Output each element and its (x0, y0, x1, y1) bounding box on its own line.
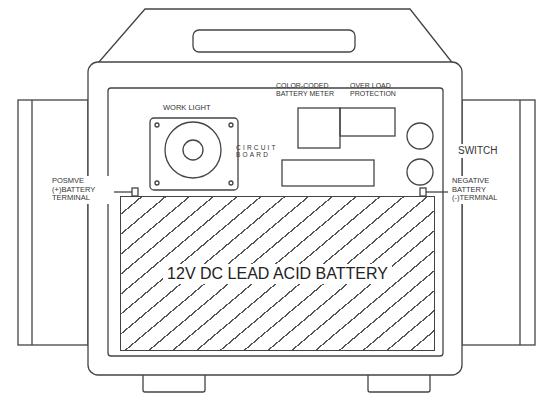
negative-terminal (420, 188, 426, 196)
part-label: CIRCUIT BOARD (236, 144, 280, 159)
terminal-label: POSMVE (+)BATTERY TERMINAL (50, 176, 114, 204)
work-light-frame (150, 118, 238, 190)
work-light-bulb (183, 140, 203, 160)
terminal-label: NEGATIVE BATTERY (-)TERMINAL (450, 176, 518, 204)
handle-outline (92, 9, 458, 70)
battery-meter (298, 108, 340, 148)
overload-protection (340, 108, 395, 136)
main-housing (88, 62, 462, 375)
part-label: OVER LOAD PROTECTION (350, 82, 412, 98)
inner-panel (108, 88, 443, 356)
part-label: WORK LIGHT (163, 104, 233, 113)
work-light-lens (165, 122, 221, 178)
circuit-board (282, 160, 374, 186)
battery-label: 12V DC LEAD ACID BATTERY (163, 264, 392, 284)
leader-line (426, 191, 448, 192)
part-label: SWITCH (456, 144, 512, 158)
handle-slot (193, 30, 355, 52)
switch-button (407, 123, 433, 149)
screw-hole (155, 181, 159, 185)
screw-hole (229, 123, 233, 127)
positive-terminal (132, 188, 138, 196)
right-bumper (462, 100, 535, 345)
battery-box: 12V DC LEAD ACID BATTERY (120, 196, 435, 351)
left-bumper-edge (31, 100, 32, 345)
right-bumper-edge (519, 100, 520, 345)
screw-hole (229, 181, 233, 185)
screw-hole (155, 123, 159, 127)
leader-line (112, 191, 132, 192)
left-bumper (18, 100, 88, 345)
switch-button (407, 159, 433, 185)
part-label: COLOR-CODED BATTERY METER (276, 82, 344, 98)
